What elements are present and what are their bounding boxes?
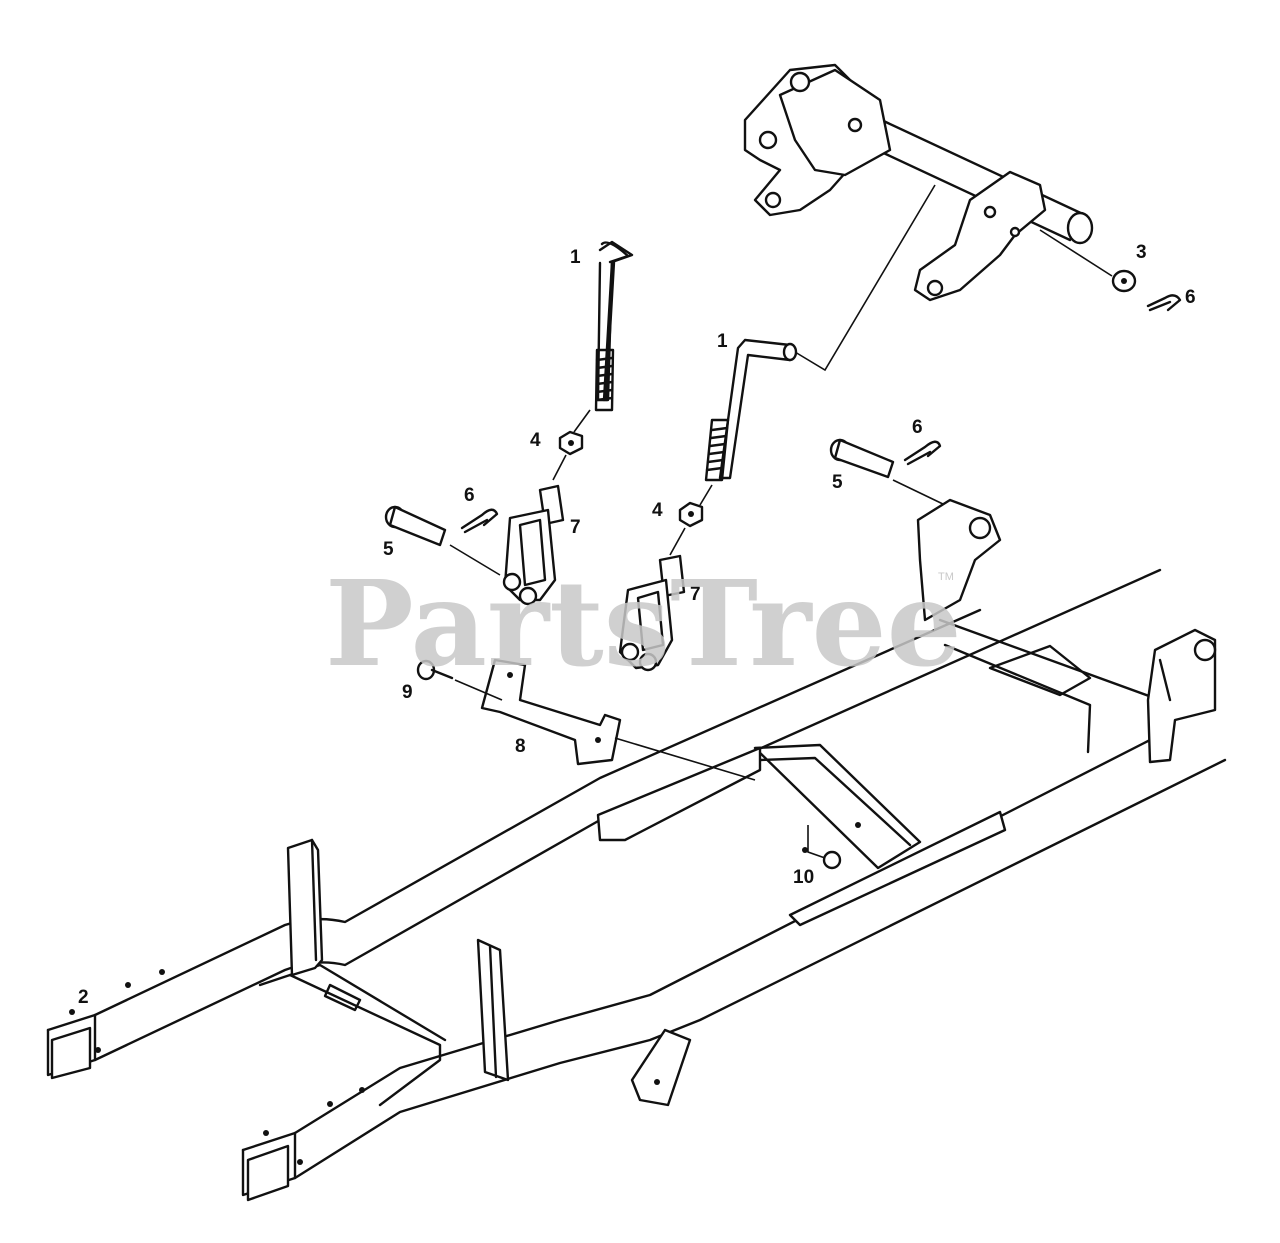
- callout-8: 8: [515, 736, 526, 757]
- nut-part-10: [807, 825, 842, 870]
- callout-10: 10: [793, 867, 814, 888]
- watermark-trademark: TM: [938, 571, 954, 583]
- callout-6-left: 6: [464, 485, 475, 506]
- lift-rod-part-1-left: [573, 240, 634, 433]
- hairpin-cotter-part-6-right: [903, 440, 942, 466]
- bracket-part-8: [480, 658, 756, 781]
- clevis-part-7-right: [618, 554, 686, 672]
- callout-3: 3: [1136, 242, 1147, 263]
- callout-6-right: 6: [912, 417, 923, 438]
- callout-1-right: 1: [717, 331, 728, 352]
- tractor-frame-part-2: [46, 498, 1227, 1202]
- nut-part-4-right: [669, 501, 704, 556]
- callout-4-right: 4: [652, 500, 663, 521]
- callout-1-left: 1: [570, 247, 581, 268]
- callout-7-right: 7: [690, 584, 701, 605]
- callout-2: 2: [78, 987, 89, 1008]
- callout-6-top: 6: [1185, 287, 1196, 308]
- hairpin-cotter-part-6-top: [1146, 294, 1182, 312]
- watermark-text: PartsTree: [325, 554, 962, 693]
- clevis-part-7-left: [502, 484, 565, 606]
- partstree-watermark: PartsTree TM: [325, 554, 962, 693]
- callout-7-left: 7: [570, 517, 581, 538]
- lift-rod-part-1-right: [699, 338, 798, 506]
- callout-9: 9: [402, 682, 413, 703]
- clevis-pin-part-5-left: [384, 505, 501, 576]
- callout-5-left: 5: [383, 539, 394, 560]
- nut-part-4-left: [552, 430, 584, 481]
- bolt-part-9: [416, 659, 503, 701]
- callout-labels: 1 1 2 3 4 4 5 5 6 6 6 7 7 8 9 10: [78, 242, 1196, 1008]
- washer-part-3: [1039, 229, 1137, 293]
- hairpin-cotter-part-6-left: [460, 508, 499, 534]
- rockshaft-assembly: [743, 63, 1094, 372]
- clevis-pin-part-5-right: [829, 438, 946, 506]
- callout-5-right: 5: [832, 472, 843, 493]
- callout-4-left: 4: [530, 430, 541, 451]
